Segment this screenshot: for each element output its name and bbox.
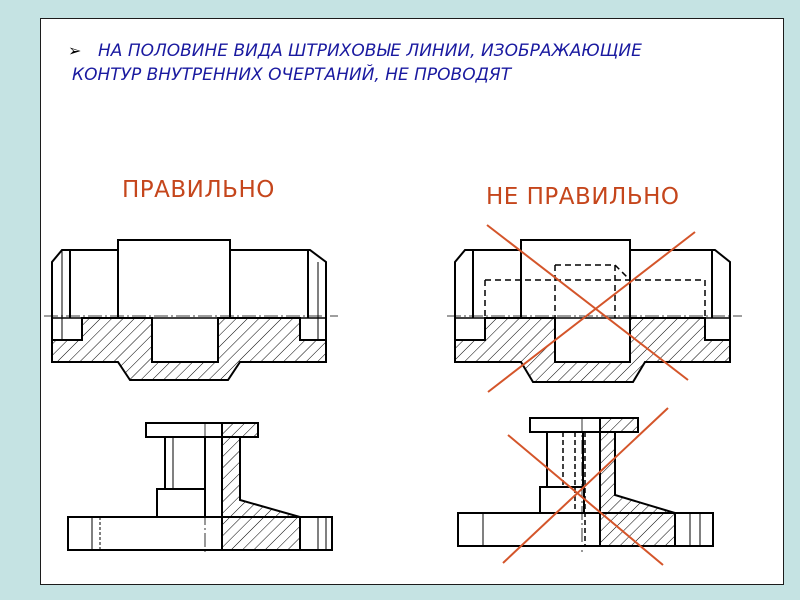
slide: ➢НА ПОЛОВИНЕ ВИДА ШТРИХОВЫЕ ЛИНИИ, ИЗОБР…	[40, 18, 784, 585]
cross-out-mark-bottom	[502, 407, 669, 566]
arrow-bullet-icon: ➢	[68, 41, 82, 60]
label-incorrect: НЕ ПРАВИЛЬНО	[486, 184, 680, 210]
bullet-text: НА ПОЛОВИНЕ ВИДА ШТРИХОВЫЕ ЛИНИИ, ИЗОБРА…	[72, 41, 642, 85]
incorrect-flange-drawing	[457, 417, 714, 552]
correct-flange-drawing	[67, 422, 333, 555]
bullet-point: ➢НА ПОЛОВИНЕ ВИДА ШТРИХОВЫЕ ЛИНИИ, ИЗОБР…	[68, 39, 712, 87]
correct-coupling-drawing	[44, 239, 338, 381]
label-correct: ПРАВИЛЬНО	[122, 177, 275, 203]
cross-out-mark-top	[486, 224, 696, 393]
incorrect-coupling-drawing	[447, 239, 742, 383]
